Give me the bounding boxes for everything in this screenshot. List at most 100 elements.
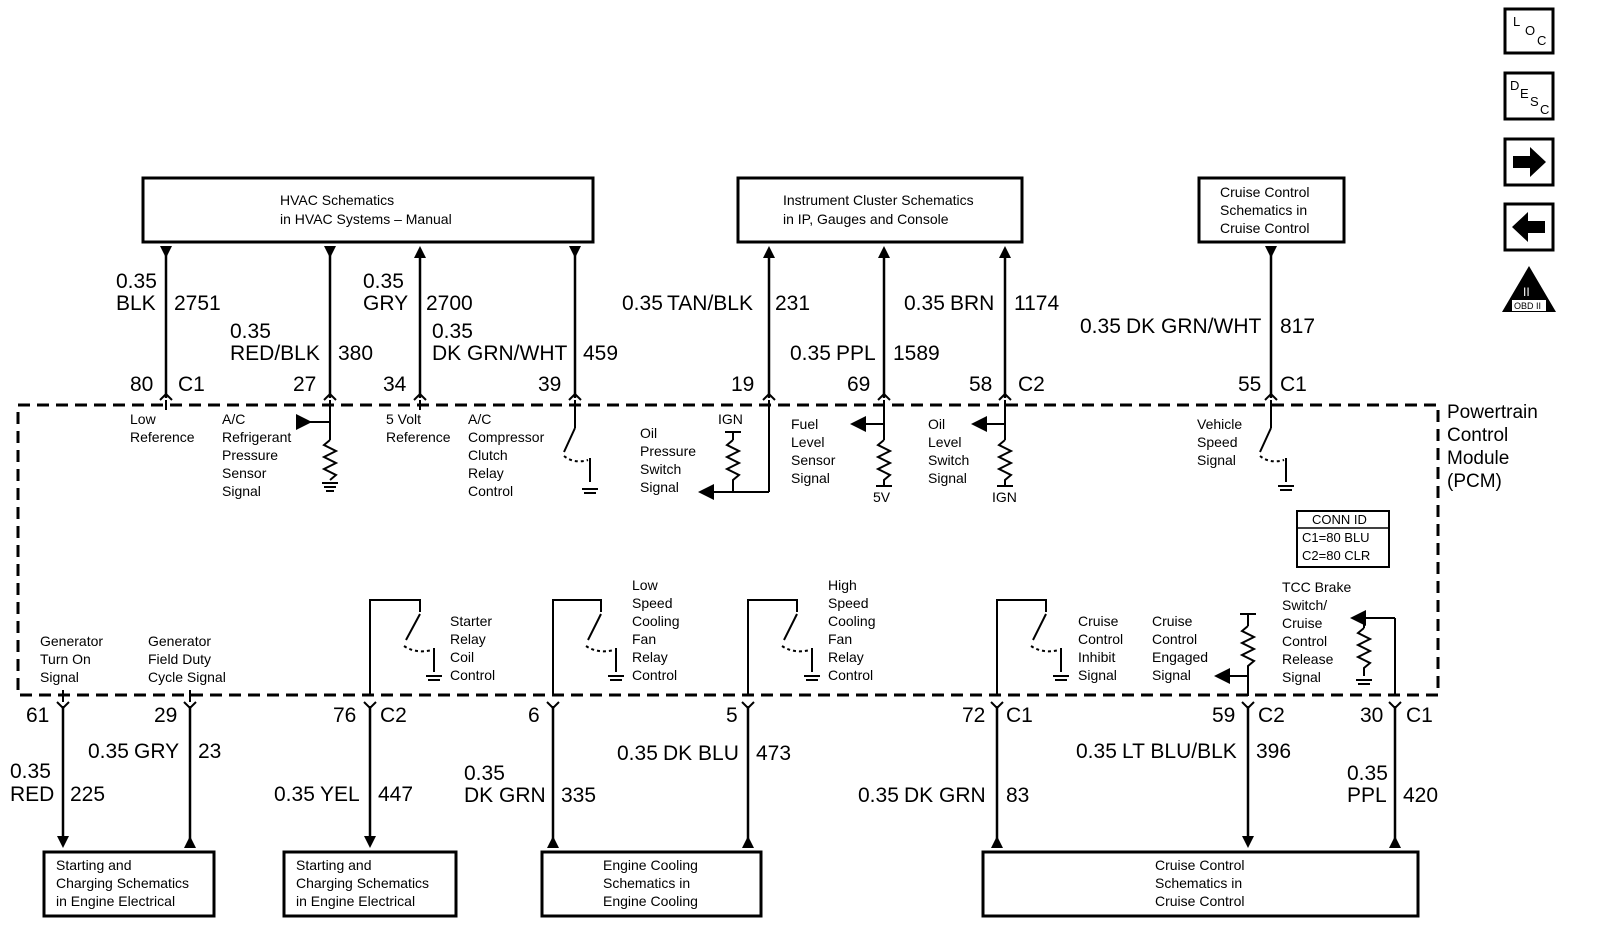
- svg-text:C1: C1: [1006, 704, 1033, 727]
- pcm-boundary: [16, 403, 1440, 697]
- svg-text:L: L: [1513, 14, 1520, 29]
- svg-text:0.35: 0.35: [904, 292, 945, 315]
- svg-text:0.35: 0.35: [1076, 740, 1117, 763]
- cruise-control-bottom-box[interactable]: Cruise Control Schematics in Cruise Cont…: [981, 850, 1420, 918]
- wire-color: BLK: [116, 292, 156, 315]
- svg-text:IGN: IGN: [992, 489, 1017, 505]
- svg-text:0.35: 0.35: [88, 740, 129, 763]
- svg-text:5: 5: [726, 704, 738, 727]
- svg-text:Relay: Relay: [468, 465, 504, 481]
- svg-text:Signal: Signal: [791, 470, 830, 486]
- arrow-left-icon[interactable]: [1503, 202, 1555, 252]
- svg-text:0.35: 0.35: [464, 762, 505, 785]
- svg-text:396: 396: [1256, 740, 1291, 763]
- svg-text:Engaged: Engaged: [1152, 649, 1208, 665]
- hvac-schematics-box[interactable]: HVAC Schematics in HVAC Systems – Manual: [141, 176, 595, 244]
- svg-text:Reference: Reference: [130, 429, 195, 445]
- circuit-labels-bottom: Generator Turn On Signal Generator Field…: [40, 577, 1351, 685]
- svg-text:E: E: [1520, 86, 1529, 101]
- svg-text:Generator: Generator: [148, 633, 211, 649]
- svg-text:BRN: BRN: [950, 292, 994, 315]
- svg-text:TAN/BLK: TAN/BLK: [667, 292, 753, 315]
- svg-text:Cruise Control: Cruise Control: [1155, 857, 1244, 873]
- starting-charging-box-2[interactable]: Starting and Charging Schematics in Engi…: [282, 850, 458, 918]
- svg-text:61: 61: [26, 704, 49, 727]
- svg-text:Control: Control: [1152, 631, 1197, 647]
- svg-text:55: 55: [1238, 373, 1261, 396]
- svg-text:Signal: Signal: [222, 483, 261, 499]
- obd-ii-icon[interactable]: II OBD II: [1502, 266, 1556, 312]
- svg-text:Module: Module: [1447, 448, 1509, 469]
- svg-text:Cooling: Cooling: [632, 613, 679, 629]
- svg-text:Signal: Signal: [640, 479, 679, 495]
- svg-text:Inhibit: Inhibit: [1078, 649, 1115, 665]
- svg-text:459: 459: [583, 342, 618, 365]
- svg-text:Oil: Oil: [640, 425, 657, 441]
- svg-text:Cruise Control: Cruise Control: [1220, 184, 1309, 200]
- instrument-cluster-box[interactable]: Instrument Cluster Schematics in IP, Gau…: [736, 176, 1024, 244]
- pcm-title: Powertrain Control Module (PCM): [1447, 402, 1538, 492]
- svg-text:76: 76: [333, 704, 356, 727]
- svg-text:Signal: Signal: [1078, 667, 1117, 683]
- loc-icon[interactable]: L O C: [1503, 7, 1555, 55]
- svg-text:Low: Low: [632, 577, 659, 593]
- svg-text:6: 6: [528, 704, 540, 727]
- svg-text:Cruise Control: Cruise Control: [1220, 220, 1309, 236]
- svg-text:C: C: [1537, 33, 1546, 48]
- svg-text:II: II: [1523, 285, 1530, 299]
- svg-text:Speed: Speed: [632, 595, 672, 611]
- svg-text:Signal: Signal: [1152, 667, 1191, 683]
- svg-text:0.35: 0.35: [1347, 762, 1388, 785]
- svg-text:DK BLU: DK BLU: [663, 742, 739, 765]
- svg-text:Pressure: Pressure: [222, 447, 278, 463]
- svg-text:Speed: Speed: [828, 595, 868, 611]
- svg-text:Vehicle: Vehicle: [1197, 416, 1242, 432]
- desc-icon[interactable]: D E S C: [1503, 71, 1555, 121]
- svg-text:231: 231: [775, 292, 810, 315]
- svg-text:23: 23: [198, 740, 221, 763]
- svg-text:0.35: 0.35: [858, 784, 899, 807]
- svg-text:335: 335: [561, 784, 596, 807]
- svg-text:IGN: IGN: [718, 411, 743, 427]
- arrow-right-icon[interactable]: [1503, 137, 1555, 187]
- top-wire-arrows: [160, 246, 1277, 258]
- bottom-wire-labels: 61 0.35 RED 225 29 0.35 GRY 23 76 C2 0.3…: [10, 704, 1438, 807]
- svg-text:5 Volt: 5 Volt: [386, 411, 421, 427]
- svg-text:Relay: Relay: [828, 649, 864, 665]
- svg-text:in HVAC Systems – Manual: in HVAC Systems – Manual: [280, 211, 452, 227]
- svg-text:420: 420: [1403, 784, 1438, 807]
- svg-text:Switch: Switch: [640, 461, 681, 477]
- starting-charging-box-1[interactable]: Starting and Charging Schematics in Engi…: [42, 850, 216, 918]
- cruise-control-top-box[interactable]: Cruise Control Schematics in Cruise Cont…: [1197, 176, 1346, 244]
- svg-text:C1=80 BLU: C1=80 BLU: [1302, 530, 1370, 545]
- svg-text:TCC Brake: TCC Brake: [1282, 579, 1351, 595]
- svg-text:Cycle Signal: Cycle Signal: [148, 669, 226, 685]
- svg-text:0.35: 0.35: [230, 320, 271, 343]
- svg-text:Fuel: Fuel: [791, 416, 818, 432]
- svg-text:GRY: GRY: [134, 740, 179, 763]
- svg-text:0.35: 0.35: [274, 783, 315, 806]
- svg-text:58: 58: [969, 373, 992, 396]
- svg-text:Low: Low: [130, 411, 157, 427]
- svg-text:Switch: Switch: [928, 452, 969, 468]
- svg-text:Starter: Starter: [450, 613, 492, 629]
- svg-text:Coil: Coil: [450, 649, 474, 665]
- svg-text:Pressure: Pressure: [640, 443, 696, 459]
- svg-text:Signal: Signal: [928, 470, 967, 486]
- svg-text:5V: 5V: [873, 489, 891, 505]
- svg-text:0.35: 0.35: [10, 760, 51, 783]
- svg-text:Cruise: Cruise: [1078, 613, 1119, 629]
- svg-text:Control: Control: [632, 667, 677, 683]
- top-wire-labels: 0.35 BLK 2751 80 C1 0.35 RED/BLK 380 27 …: [116, 270, 1315, 396]
- svg-text:Starting and: Starting and: [56, 857, 132, 873]
- svg-text:A/C: A/C: [222, 411, 245, 427]
- svg-text:OBD II: OBD II: [1514, 301, 1541, 311]
- svg-text:in Engine Electrical: in Engine Electrical: [56, 893, 175, 909]
- svg-text:Schematics in: Schematics in: [1155, 875, 1242, 891]
- svg-text:83: 83: [1006, 784, 1029, 807]
- svg-text:Cruise Control: Cruise Control: [1155, 893, 1244, 909]
- svg-text:Fan: Fan: [828, 631, 852, 647]
- svg-text:O: O: [1525, 23, 1535, 38]
- svg-text:Engine Cooling: Engine Cooling: [603, 857, 698, 873]
- engine-cooling-box[interactable]: Engine Cooling Schematics in Engine Cool…: [540, 850, 763, 918]
